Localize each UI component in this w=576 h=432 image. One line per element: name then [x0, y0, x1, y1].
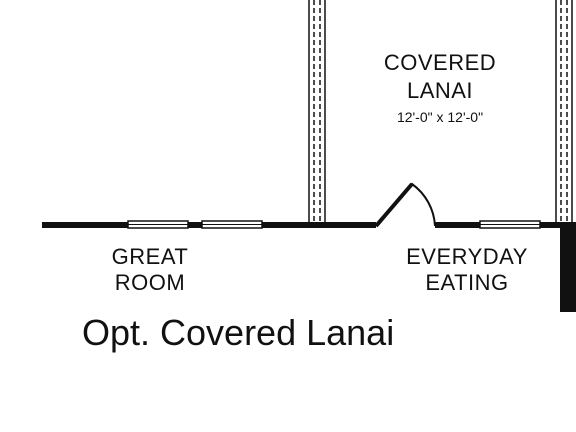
covered-lanai-label-line2: LANAI: [407, 78, 473, 103]
great-room-label-line2: ROOM: [115, 270, 185, 295]
great-room-label-line1: GREAT: [112, 244, 189, 269]
plan-caption: Opt. Covered Lanai: [82, 312, 394, 353]
swing-door: [374, 182, 436, 228]
covered-lanai-label-line1: COVERED: [384, 50, 496, 75]
lanai-left-wall: [308, 0, 326, 222]
everyday-eating-label-line2: EATING: [425, 270, 508, 295]
exterior-wall: [42, 222, 576, 312]
covered-lanai-dimensions: 12'-0" x 12'-0": [397, 109, 483, 125]
everyday-eating-label-line1: EVERYDAY: [406, 244, 528, 269]
lanai-right-wall: [555, 0, 573, 222]
window-everyday-eating: [479, 220, 541, 229]
window-great-room-right: [201, 220, 263, 229]
window-great-room-left: [127, 220, 189, 229]
